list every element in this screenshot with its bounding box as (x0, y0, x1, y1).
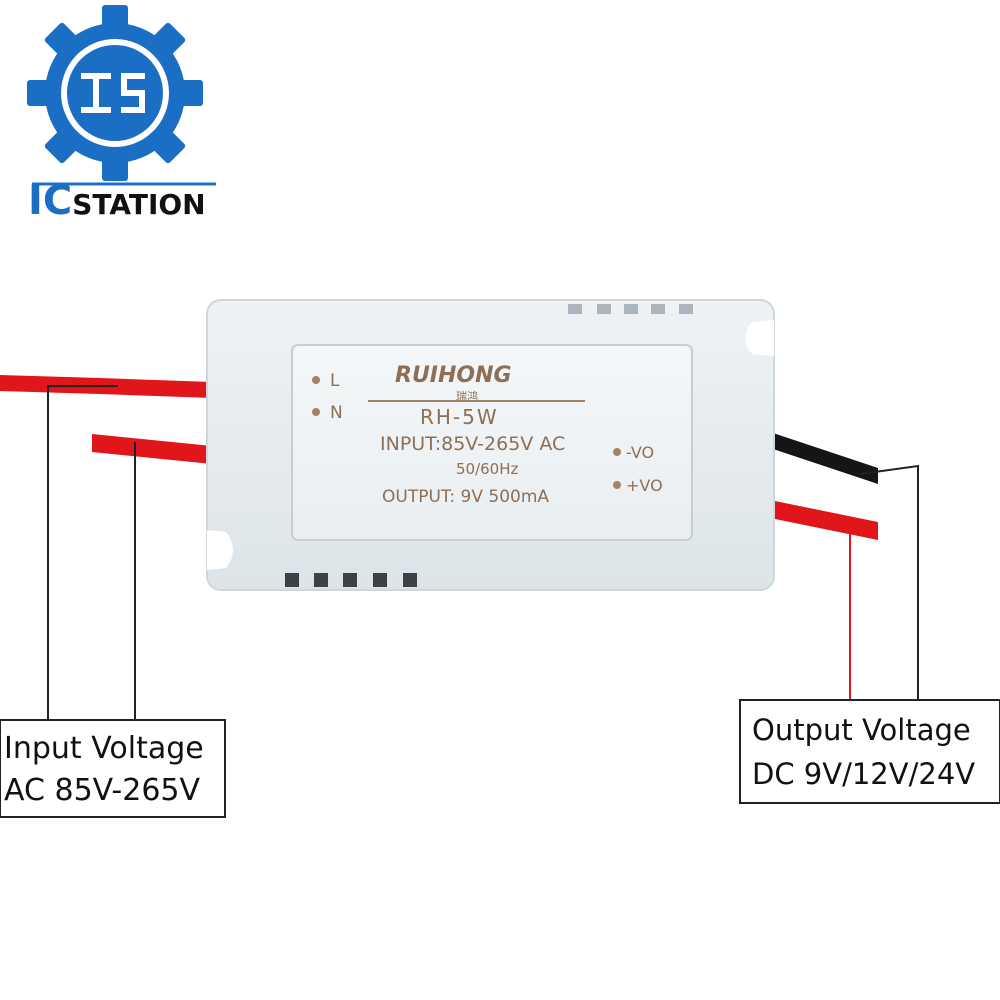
brand-suffix: STATION (72, 188, 205, 221)
output-voltage-callout: Output Voltage DC 9V/12V/24V (739, 699, 1000, 804)
module-output-spec: OUTPUT: 9V 500mA (382, 487, 549, 507)
module-model: RH-5W (420, 405, 499, 429)
mount-notch-left (207, 530, 233, 570)
pin-negative-label: -VO (626, 443, 654, 462)
module-brand-cn: 瑞鸿 (456, 389, 478, 403)
output-callout-lines (849, 464, 919, 700)
input-callout-lines (47, 385, 136, 720)
input-callout-line2: AC 85V-265V (4, 773, 201, 808)
input-callout-line1: Input Voltage (4, 731, 204, 766)
module-brand: RUIHONG (395, 363, 512, 388)
mount-notch-right (745, 320, 774, 356)
brand-prefix: IC (28, 178, 72, 224)
bottom-vents (285, 573, 417, 587)
input-wires (0, 375, 212, 464)
pin-l-label: L (330, 371, 340, 391)
input-voltage-callout: Input Voltage AC 85V-265V (0, 719, 226, 818)
icstation-logo: ICSTATION (27, 5, 216, 224)
output-wire-positive (770, 500, 878, 540)
module-input-spec: INPUT:85V-265V AC (380, 433, 565, 455)
output-wire-negative (770, 432, 878, 484)
svg-text:ICSTATION: ICSTATION (28, 178, 206, 224)
pin-n-label: N (330, 403, 343, 423)
module-frequency: 50/60Hz (456, 460, 519, 478)
output-callout-line1: Output Voltage (752, 713, 971, 747)
ic-chip-icon (81, 73, 145, 113)
top-vents (568, 304, 693, 314)
output-callout-line2: DC 9V/12V/24V (752, 757, 975, 791)
power-module: L N RUIHONG 瑞鸿 RH-5W INPUT:85V-265V AC 5… (206, 299, 775, 591)
pin-positive-label: +VO (626, 476, 663, 495)
input-wire-n (92, 434, 212, 464)
gear-icon (27, 5, 203, 181)
output-wires (770, 432, 878, 540)
